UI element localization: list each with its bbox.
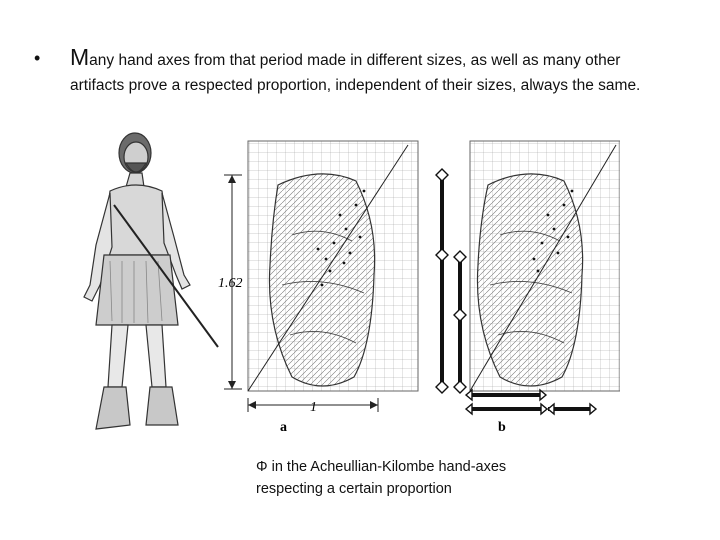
bullet-text-line-1: Many hand axes from that period made in … xyxy=(70,44,700,74)
panel-b: b xyxy=(435,140,620,435)
panel-a: 1.62 1 a xyxy=(218,140,419,435)
drop-capital: M xyxy=(70,44,90,70)
bullet-text: Many hand axes from that period made in … xyxy=(70,44,700,96)
hand-axe-figure: 1.62 1 a xyxy=(83,132,620,435)
bullet-marker: • xyxy=(34,48,41,68)
width-unit-label: 1 xyxy=(310,400,317,415)
prehistoric-man-illustration xyxy=(83,132,219,430)
bullet-text-line-1-rest: any hand axes from that period made in d… xyxy=(89,52,621,69)
panel-a-label: a xyxy=(280,420,287,435)
caption-line-2: respecting a certain proportion xyxy=(256,481,452,497)
height-ratio-label: 1.62 xyxy=(218,276,243,291)
bullet-text-line-2: artifacts prove a respected proportion, … xyxy=(70,77,641,94)
caption-line-1: Φ in the Acheullian-Kilombe hand-axes xyxy=(256,459,507,475)
panel-b-label: b xyxy=(498,420,506,435)
figure-caption: Φ in the Acheullian-Kilombe hand-axes re… xyxy=(256,456,506,500)
